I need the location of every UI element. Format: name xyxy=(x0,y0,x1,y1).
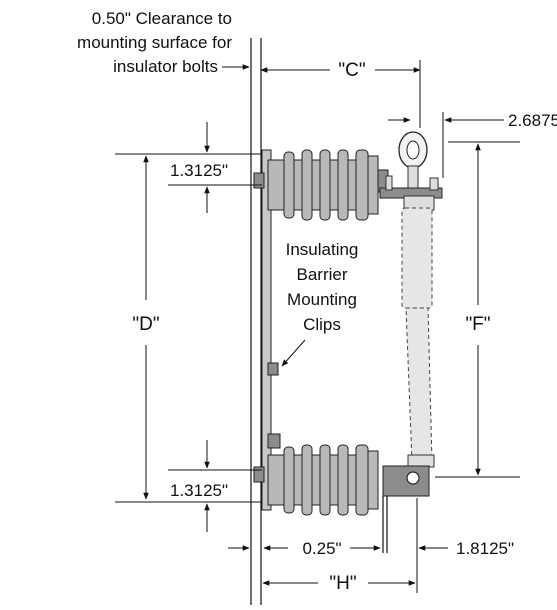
dim-h: "H" xyxy=(262,573,416,594)
barrier-line-2: Barrier xyxy=(296,265,347,284)
dim-d-label: "D" xyxy=(132,314,159,335)
dim-2-6875: 2.6875" xyxy=(388,111,557,178)
dim-1-8125: 1.8125" xyxy=(416,498,514,593)
barrier-line-1: Insulating xyxy=(286,240,359,259)
dim-h-label: "H" xyxy=(329,573,356,594)
dim-1-3125-top: 1.3125" xyxy=(115,122,262,213)
barrier-line-3: Mounting xyxy=(287,290,357,309)
lower-bolt-left xyxy=(253,466,265,483)
lower-insulator xyxy=(253,433,379,516)
dim-1-3125-bottom-label: 1.3125" xyxy=(170,481,228,500)
dim-c-label: "C" xyxy=(338,60,365,81)
dim-d: "D" xyxy=(132,155,160,500)
dim-0-25: 0.25" xyxy=(228,539,381,558)
barrier-clip xyxy=(267,362,279,376)
dim-1-8125-label: 1.8125" xyxy=(456,539,514,558)
clearance-note: 0.50" Clearance to mounting surface for … xyxy=(77,9,250,76)
upper-insulator xyxy=(253,149,389,221)
lower-hinge-assembly xyxy=(382,465,430,553)
fuse-tube xyxy=(401,207,435,468)
barrier-note: Insulating Barrier Mounting Clips xyxy=(281,240,359,367)
dim-1-3125-bottom: 1.3125" xyxy=(115,440,262,532)
dim-0-25-label: 0.25" xyxy=(302,539,341,558)
dim-2-6875-label: 2.6875" xyxy=(508,111,557,130)
clearance-line-3: insulator bolts xyxy=(113,57,218,76)
clearance-line-2: mounting surface for xyxy=(77,33,232,52)
dim-f: "F" xyxy=(435,141,520,478)
dim-f-label: "F" xyxy=(465,314,490,335)
dim-1-3125-top-label: 1.3125" xyxy=(170,161,228,180)
dim-c: "C" xyxy=(260,60,421,128)
upper-bolt-left xyxy=(253,172,265,189)
lower-mounting-clip-block xyxy=(267,433,281,449)
mounting-channel xyxy=(250,38,272,605)
clearance-line-1: 0.50" Clearance to xyxy=(92,9,232,28)
upper-contact-assembly xyxy=(379,131,443,211)
barrier-line-4: Clips xyxy=(303,315,341,334)
